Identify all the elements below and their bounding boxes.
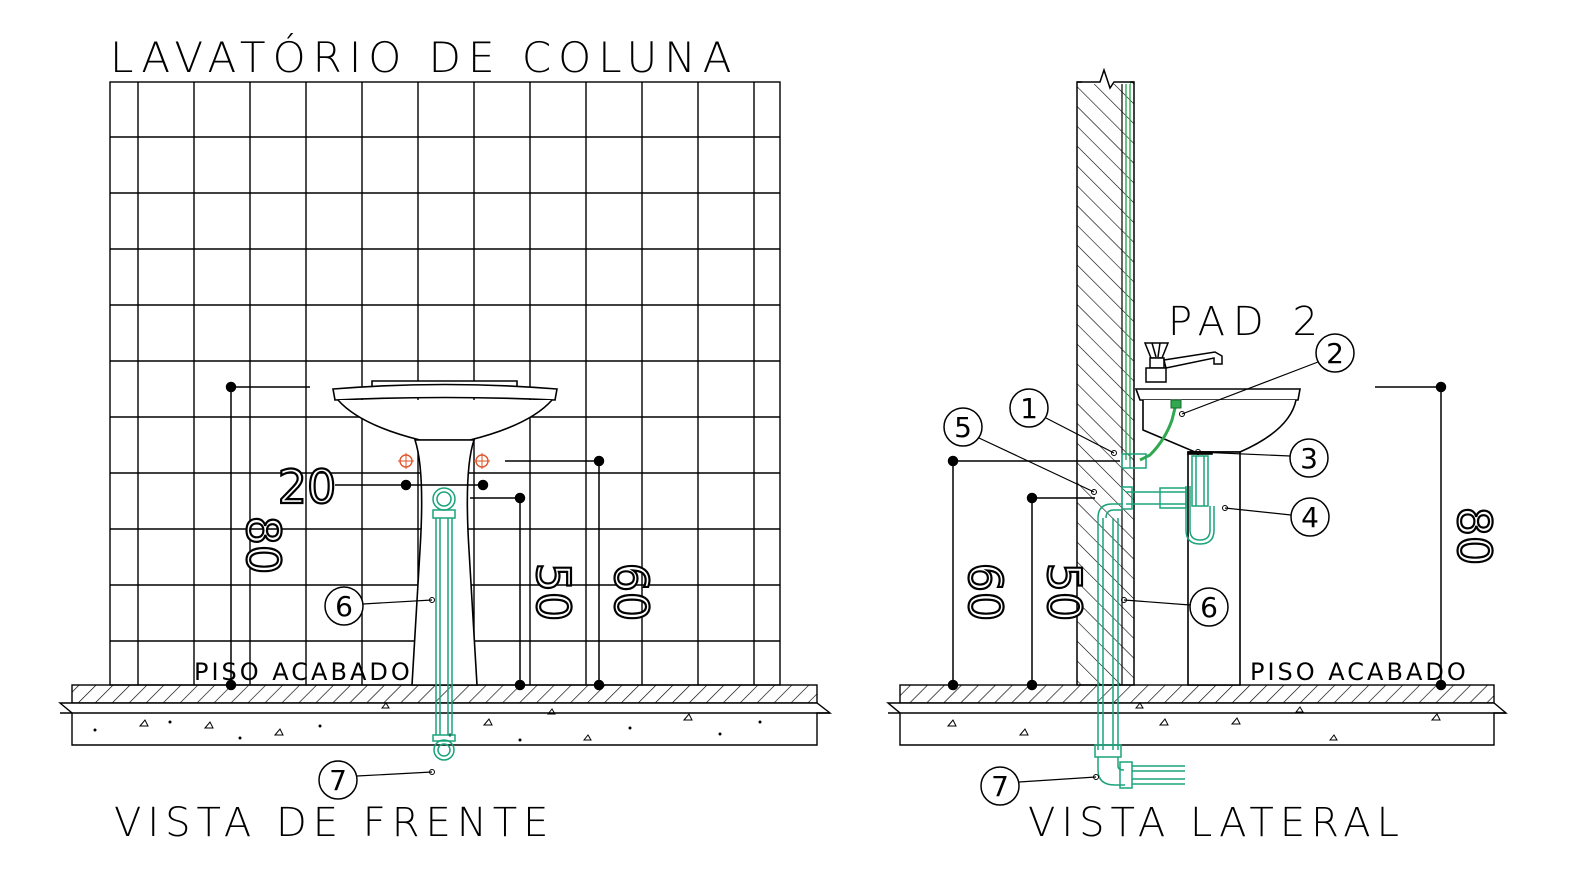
front-drain-pipe (432, 487, 456, 761)
side-callout-5: 5 (943, 407, 1097, 495)
drawing-title: LAVATÓRIO DE COLUNA (110, 32, 738, 82)
front-supply-markers (398, 453, 490, 469)
side-callout-2-text: 2 (1326, 337, 1344, 370)
side-callout-1-text: 1 (1020, 392, 1038, 425)
front-floor-label: PISO ACABADO (194, 658, 413, 686)
front-dim-supply-spacing: 20 (278, 460, 337, 514)
side-dim-supply-height: 60 (958, 563, 1012, 622)
front-callout-7-text: 7 (329, 764, 347, 797)
side-callout-5-text: 5 (954, 411, 972, 444)
side-callout-1: 1 (1009, 388, 1117, 456)
side-lavatory-basin (1134, 388, 1301, 686)
front-lavatory-basin (332, 380, 558, 441)
side-callout-4-text: 4 (1301, 501, 1319, 534)
side-callout-4: 4 (1222, 497, 1330, 537)
pad-label: PAD 2 (1168, 299, 1326, 345)
side-dimension-lines (947, 381, 1447, 691)
side-view-title: VISTA LATERAL (1028, 800, 1405, 846)
front-dim-basin-height: 80 (236, 516, 290, 575)
front-view: 80 50 60 20 PISO ACABADO 6 7 VISTA DE FR… (58, 81, 833, 846)
side-callout-7-text: 7 (991, 770, 1009, 803)
side-callout-7: 7 (980, 766, 1099, 806)
side-dim-drain-height: 50 (1037, 563, 1091, 622)
side-callout-3-text: 3 (1300, 442, 1318, 475)
front-callout-6-text: 6 (335, 590, 353, 623)
floor-slab (58, 684, 833, 746)
side-callout-6: 6 (1121, 587, 1229, 627)
side-dim-basin-height: 80 (1447, 507, 1501, 566)
front-dimension-lines (225, 381, 605, 691)
front-dim-drain-height: 50 (526, 563, 580, 622)
side-floor-label: PISO ACABADO (1250, 658, 1469, 686)
front-pedestal (411, 439, 478, 686)
front-callout-7: 7 (318, 760, 435, 800)
side-drain-trap (1094, 455, 1215, 789)
side-callout-3: 3 (1195, 438, 1329, 478)
side-callout-2: 2 (1179, 333, 1355, 417)
side-supply-line (1121, 399, 1182, 469)
side-wall (1076, 67, 1135, 686)
side-view: 60 50 80 PAD 2 PISO ACABADO 1 2 3 (886, 67, 1508, 846)
front-callout-6: 6 (324, 586, 435, 626)
side-callout-6-text: 6 (1200, 591, 1218, 624)
front-dim-supply-height: 60 (604, 563, 658, 622)
side-floor-slab (886, 684, 1508, 746)
front-view-title: VISTA DE FRENTE (114, 800, 554, 846)
faucet-icon (1143, 342, 1223, 383)
